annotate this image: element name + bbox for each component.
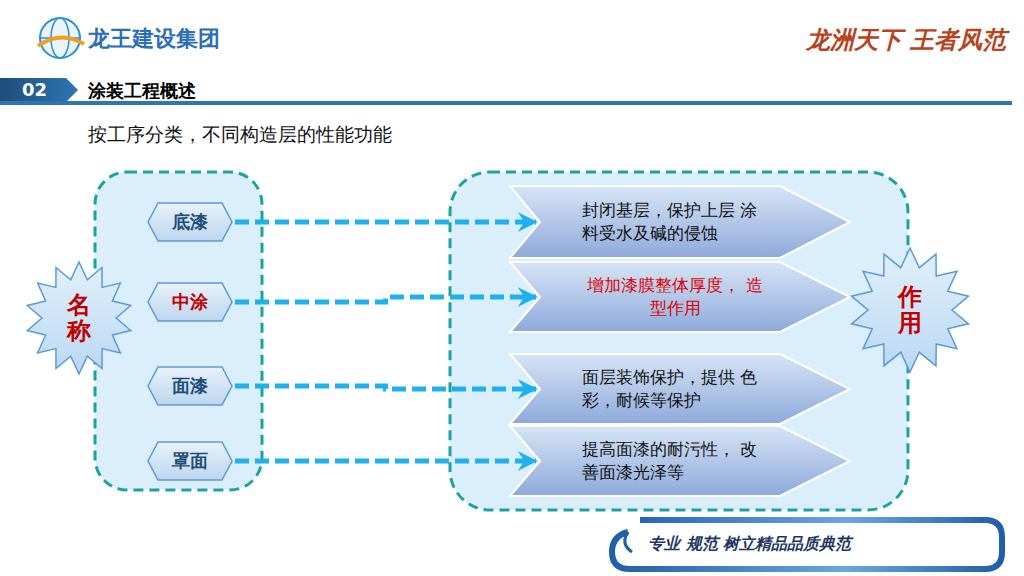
function-chevron: 封闭基层，保护上层 涂料受水及碱的侵蚀 <box>510 186 850 258</box>
text-stack: 中涂 <box>172 290 208 314</box>
node-text: 底漆 <box>172 210 208 234</box>
calligraphy-motto: 龙洲天下 王者风范 <box>806 24 1006 56</box>
section-number: 02 <box>22 79 47 100</box>
section-bar <box>0 78 1012 105</box>
node-text: 中涂 <box>172 290 208 314</box>
process-box: 面漆 <box>148 367 232 405</box>
slogan-banner <box>612 520 1002 569</box>
function-chevron: 面层装饰保护，提供 色彩，耐候等保护 <box>510 354 850 424</box>
shape-outline <box>510 426 850 496</box>
process-box: 中涂 <box>148 283 232 321</box>
node-text: 提高面漆的耐污性， 改善面漆光泽等 <box>582 438 768 484</box>
text-stack: 增加漆膜整体厚度， 造型作用 <box>582 274 768 320</box>
dashed-arrow <box>235 459 536 464</box>
process-box: 罩面 <box>148 442 232 480</box>
text-stack: 底漆 <box>172 210 208 234</box>
node-text: 作用 <box>898 284 922 337</box>
node-text: 面层装饰保护，提供 色彩，耐候等保护 <box>582 366 768 412</box>
dashed-arrow <box>235 386 536 389</box>
dashed-arrow <box>235 220 536 225</box>
text-stack: 封闭基层，保护上层 涂料受水及碱的侵蚀 <box>582 199 768 245</box>
text-stack: 作用 <box>898 284 922 337</box>
section-title: 涂装工程概述 <box>88 79 196 103</box>
function-chevron: 增加漆膜整体厚度， 造型作用 <box>510 262 850 332</box>
subtitle: 按工序分类，不同构造层的性能功能 <box>88 122 392 148</box>
node-text: 罩面 <box>172 449 208 473</box>
text-stack: 面漆 <box>172 374 208 398</box>
shape-outline <box>510 262 850 332</box>
shape-outline <box>510 354 850 424</box>
starburst-label: 作用 <box>850 248 970 372</box>
text-stack: 面层装饰保护，提供 色彩，耐候等保护 <box>582 366 768 412</box>
company-name: 龙王建设集团 <box>88 24 220 54</box>
slogan: 专业 规范 树立精品品质典范 <box>648 534 851 555</box>
process-box: 底漆 <box>148 203 232 241</box>
dashed-arrow <box>235 297 536 302</box>
text-stack: 罩面 <box>172 449 208 473</box>
text-stack: 提高面漆的耐污性， 改善面漆光泽等 <box>582 438 768 484</box>
node-text: 封闭基层，保护上层 涂料受水及碱的侵蚀 <box>582 199 768 245</box>
logo <box>38 18 84 58</box>
text-stack: 名称 <box>67 292 91 345</box>
node-text: 面漆 <box>172 374 208 398</box>
node-text: 名称 <box>67 292 91 345</box>
function-chevron: 提高面漆的耐污性， 改善面漆光泽等 <box>510 426 850 496</box>
node-text: 增加漆膜整体厚度， 造型作用 <box>582 274 768 320</box>
shape-outline <box>510 186 850 258</box>
starburst-label: 名称 <box>26 262 132 374</box>
